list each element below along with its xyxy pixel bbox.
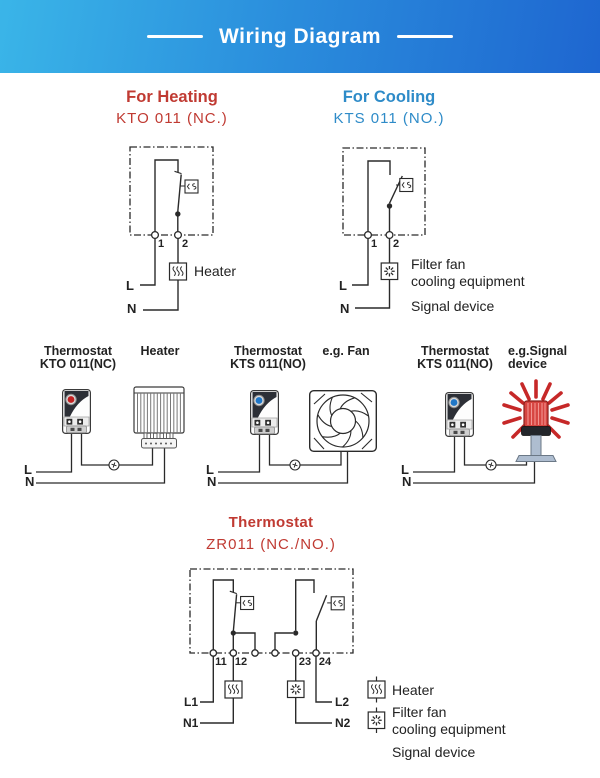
cooling-n-label: N bbox=[340, 301, 350, 316]
heating-l-label: L bbox=[126, 278, 134, 293]
bottom-title: Thermostat bbox=[228, 514, 314, 531]
heating-terminal-1: 1 bbox=[158, 238, 165, 250]
page-title: Wiring Diagram bbox=[219, 24, 381, 48]
pict-left-title: Thermostat bbox=[43, 344, 113, 358]
pict-center-title: Thermostat bbox=[233, 344, 303, 358]
cooling-circuit-schematic bbox=[342, 147, 426, 309]
heating-terminal-2: 2 bbox=[182, 238, 189, 250]
heating-circuit-schematic bbox=[129, 146, 214, 311]
cooling-l-label: L bbox=[339, 278, 347, 293]
pict-right-n: N bbox=[402, 474, 412, 489]
terminal-11-label: 11 bbox=[215, 656, 227, 668]
pict-right-title: Thermostat bbox=[420, 344, 490, 358]
pict-center-device: e.g. Fan bbox=[322, 344, 370, 358]
terminal-23-label: 23 bbox=[298, 656, 312, 668]
heating-n-label: N bbox=[127, 301, 137, 316]
pict-left-n: N bbox=[25, 474, 35, 489]
terminal-12-label: 12 bbox=[234, 656, 248, 668]
pict-right-device-line2: device bbox=[508, 357, 547, 371]
l2-label: L2 bbox=[335, 695, 350, 709]
cooling-terminal-1: 1 bbox=[371, 238, 378, 250]
thermostat-device-kts-fan bbox=[250, 390, 279, 435]
cooling-terminal-2: 2 bbox=[393, 238, 400, 250]
cooling-title: For Cooling bbox=[342, 88, 436, 106]
legend-signal-label: Signal device bbox=[392, 744, 476, 760]
signal-beacon-drawing bbox=[502, 379, 570, 462]
fan-device-drawing bbox=[308, 389, 377, 452]
heating-title: For Heating bbox=[126, 88, 218, 106]
l1-label: L1 bbox=[184, 695, 199, 709]
thermostat-device-kts-signal bbox=[445, 392, 474, 437]
legend-heater-label: Heater bbox=[392, 682, 435, 698]
heating-load-label: Heater bbox=[194, 263, 237, 279]
pict-left-l: L bbox=[24, 462, 32, 477]
pict-left-device: Heater bbox=[140, 344, 180, 358]
pict-center-n: N bbox=[207, 474, 217, 489]
pict-right-l: L bbox=[401, 462, 409, 477]
cooling-signal-line: Signal device bbox=[411, 298, 495, 314]
pictorial-wiring-center bbox=[218, 434, 349, 484]
title-dash-left bbox=[147, 35, 203, 38]
pict-right-model: KTS 011(NO) bbox=[417, 357, 493, 371]
pict-right-device-line1: e.g.Signal bbox=[508, 344, 568, 358]
cooling-load-line2: cooling equipment bbox=[411, 273, 525, 289]
heater-device-drawing bbox=[133, 386, 185, 449]
cooling-subtitle: KTS 011 (NO.) bbox=[333, 110, 445, 127]
pictorial-wiring-left bbox=[36, 433, 166, 484]
bottom-subtitle: ZR011 (NC./NO.) bbox=[206, 536, 336, 553]
thermostat-device-kto bbox=[61, 389, 92, 434]
pict-left-model: KTO 011(NC) bbox=[39, 357, 117, 371]
pict-center-model: KTS 011(NO) bbox=[230, 357, 306, 371]
legend-fan-label-line2: cooling equipment bbox=[392, 721, 506, 737]
title-dash-right bbox=[397, 35, 453, 38]
n1-label: N1 bbox=[183, 716, 199, 730]
pict-center-l: L bbox=[206, 462, 214, 477]
legend-fan-label-line1: Filter fan bbox=[392, 704, 447, 720]
header-banner: Wiring Diagram bbox=[0, 0, 600, 73]
n2-label: N2 bbox=[335, 716, 351, 730]
heating-subtitle: KTO 011 (NC.) bbox=[116, 110, 228, 127]
zr011-circuit-schematic bbox=[189, 568, 354, 724]
terminal-24-label: 24 bbox=[318, 656, 332, 668]
cooling-load-line1: Filter fan bbox=[411, 256, 466, 272]
pictorial-wiring-right bbox=[413, 436, 536, 484]
